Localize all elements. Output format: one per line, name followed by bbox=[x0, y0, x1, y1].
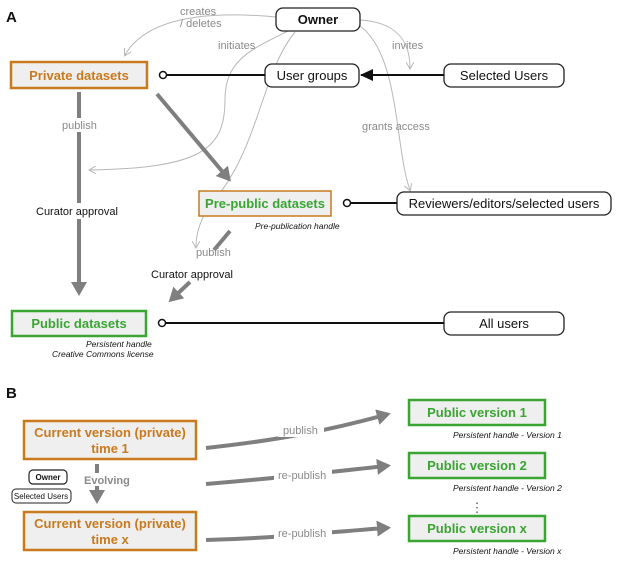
public-version-x-node: Public version x bbox=[407, 514, 547, 543]
public-version-1-node: Public version 1 bbox=[407, 398, 547, 427]
invites-arrow bbox=[359, 19, 410, 68]
public-connector-dot bbox=[157, 318, 167, 328]
selected-users-label: Selected Users bbox=[460, 68, 549, 83]
current-version-time1-line2: time 1 bbox=[91, 441, 129, 456]
panel-b-letter: B bbox=[6, 385, 17, 402]
user-groups-label: User groups bbox=[277, 68, 348, 83]
grants-access-arrow bbox=[359, 25, 410, 190]
public-datasets-label: Public datasets bbox=[31, 316, 126, 331]
republish-label-v2: re-publish bbox=[278, 470, 326, 482]
republish-label-vx: re-publish bbox=[278, 528, 326, 540]
selected-users-badge-label: Selected Users bbox=[14, 492, 68, 501]
deletes-label: / deletes bbox=[180, 18, 222, 30]
current-version-timex-node: Current version (private) time x bbox=[22, 510, 198, 552]
creates-deletes-arrow bbox=[125, 14, 277, 55]
public-version-1-note: Persistent handle - Version 1 bbox=[453, 430, 562, 440]
prepublic-publish-arrow-bottom bbox=[168, 280, 192, 303]
publish-label-v1: publish bbox=[283, 425, 318, 437]
public-version-2-note: Persistent handle - Version 2 bbox=[453, 483, 562, 493]
private-datasets-node: Private datasets bbox=[9, 60, 149, 90]
public-note-1: Persistent handle bbox=[86, 339, 152, 349]
public-version-2-label: Public version 2 bbox=[427, 458, 527, 473]
prepublic-datasets-label: Pre-public datasets bbox=[205, 196, 325, 211]
current-version-timex-line1: Current version (private) bbox=[34, 516, 186, 531]
all-users-label: All users bbox=[479, 316, 529, 331]
curator-approval-label-2: Curator approval bbox=[151, 269, 233, 281]
public-note-2: Creative Commons license bbox=[52, 349, 154, 359]
publish-label-2: publish bbox=[196, 247, 231, 259]
prepublic-note: Pre-publication handle bbox=[255, 221, 340, 231]
prepublic-publish-arrow-top bbox=[212, 229, 232, 252]
publish-label-1: publish bbox=[62, 120, 97, 132]
prepublic-datasets-node: Pre-public datasets bbox=[198, 190, 332, 217]
grants-access-label: grants access bbox=[362, 121, 430, 133]
invites-label: invites bbox=[392, 40, 424, 52]
private-connector-dot bbox=[158, 70, 168, 80]
panel-a-letter: A bbox=[6, 9, 17, 26]
public-version-x-label: Public version x bbox=[427, 521, 527, 536]
owner-badge-label: Owner bbox=[36, 473, 61, 482]
private-to-prepublic-arrow bbox=[155, 92, 231, 182]
initiates-arrow-1 bbox=[90, 29, 291, 170]
public-version-1-label: Public version 1 bbox=[427, 405, 527, 420]
reviewers-label: Reviewers/editors/selected users bbox=[409, 196, 600, 211]
prepublic-connector-dot bbox=[342, 198, 352, 208]
creates-label: creates bbox=[180, 6, 217, 18]
evolving-label: Evolving bbox=[84, 475, 130, 487]
selected-users-badge: Selected Users bbox=[11, 488, 72, 504]
user-groups-node: User groups bbox=[264, 63, 360, 88]
current-version-time1-node: Current version (private) time 1 bbox=[22, 419, 198, 461]
initiates-label: initiates bbox=[218, 40, 256, 52]
curator-approval-label-1: Curator approval bbox=[36, 206, 118, 218]
current-version-time1-line1: Current version (private) bbox=[34, 425, 186, 440]
owner-label: Owner bbox=[298, 12, 338, 27]
selected-users-node: Selected Users bbox=[443, 63, 565, 88]
public-version-x-note: Persistent handle - Version x bbox=[453, 546, 562, 556]
current-version-timex-line2: time x bbox=[91, 532, 129, 547]
public-version-2-node: Public version 2 bbox=[407, 451, 547, 480]
owner-badge: Owner bbox=[28, 469, 68, 485]
version-ellipsis: ⋮ bbox=[471, 500, 484, 515]
public-datasets-node: Public datasets bbox=[10, 309, 148, 338]
all-users-node: All users bbox=[443, 311, 565, 336]
private-datasets-label: Private datasets bbox=[29, 68, 129, 83]
owner-node: Owner bbox=[275, 7, 361, 32]
reviewers-node: Reviewers/editors/selected users bbox=[396, 191, 612, 216]
